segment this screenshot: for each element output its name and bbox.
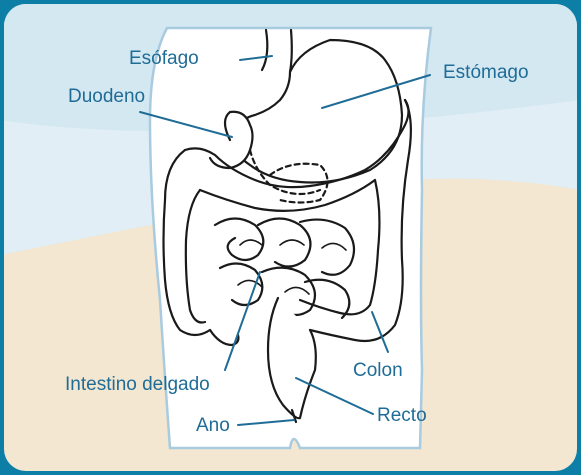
label-colon: Colon: [353, 361, 403, 380]
label-intestino-delgado: Intestino delgado: [65, 375, 210, 394]
label-esofago: Esófago: [129, 49, 199, 68]
label-recto: Recto: [377, 406, 427, 425]
label-duodeno: Duodeno: [68, 87, 145, 106]
label-ano: Ano: [196, 416, 230, 435]
label-estomago: Estómago: [443, 63, 529, 82]
